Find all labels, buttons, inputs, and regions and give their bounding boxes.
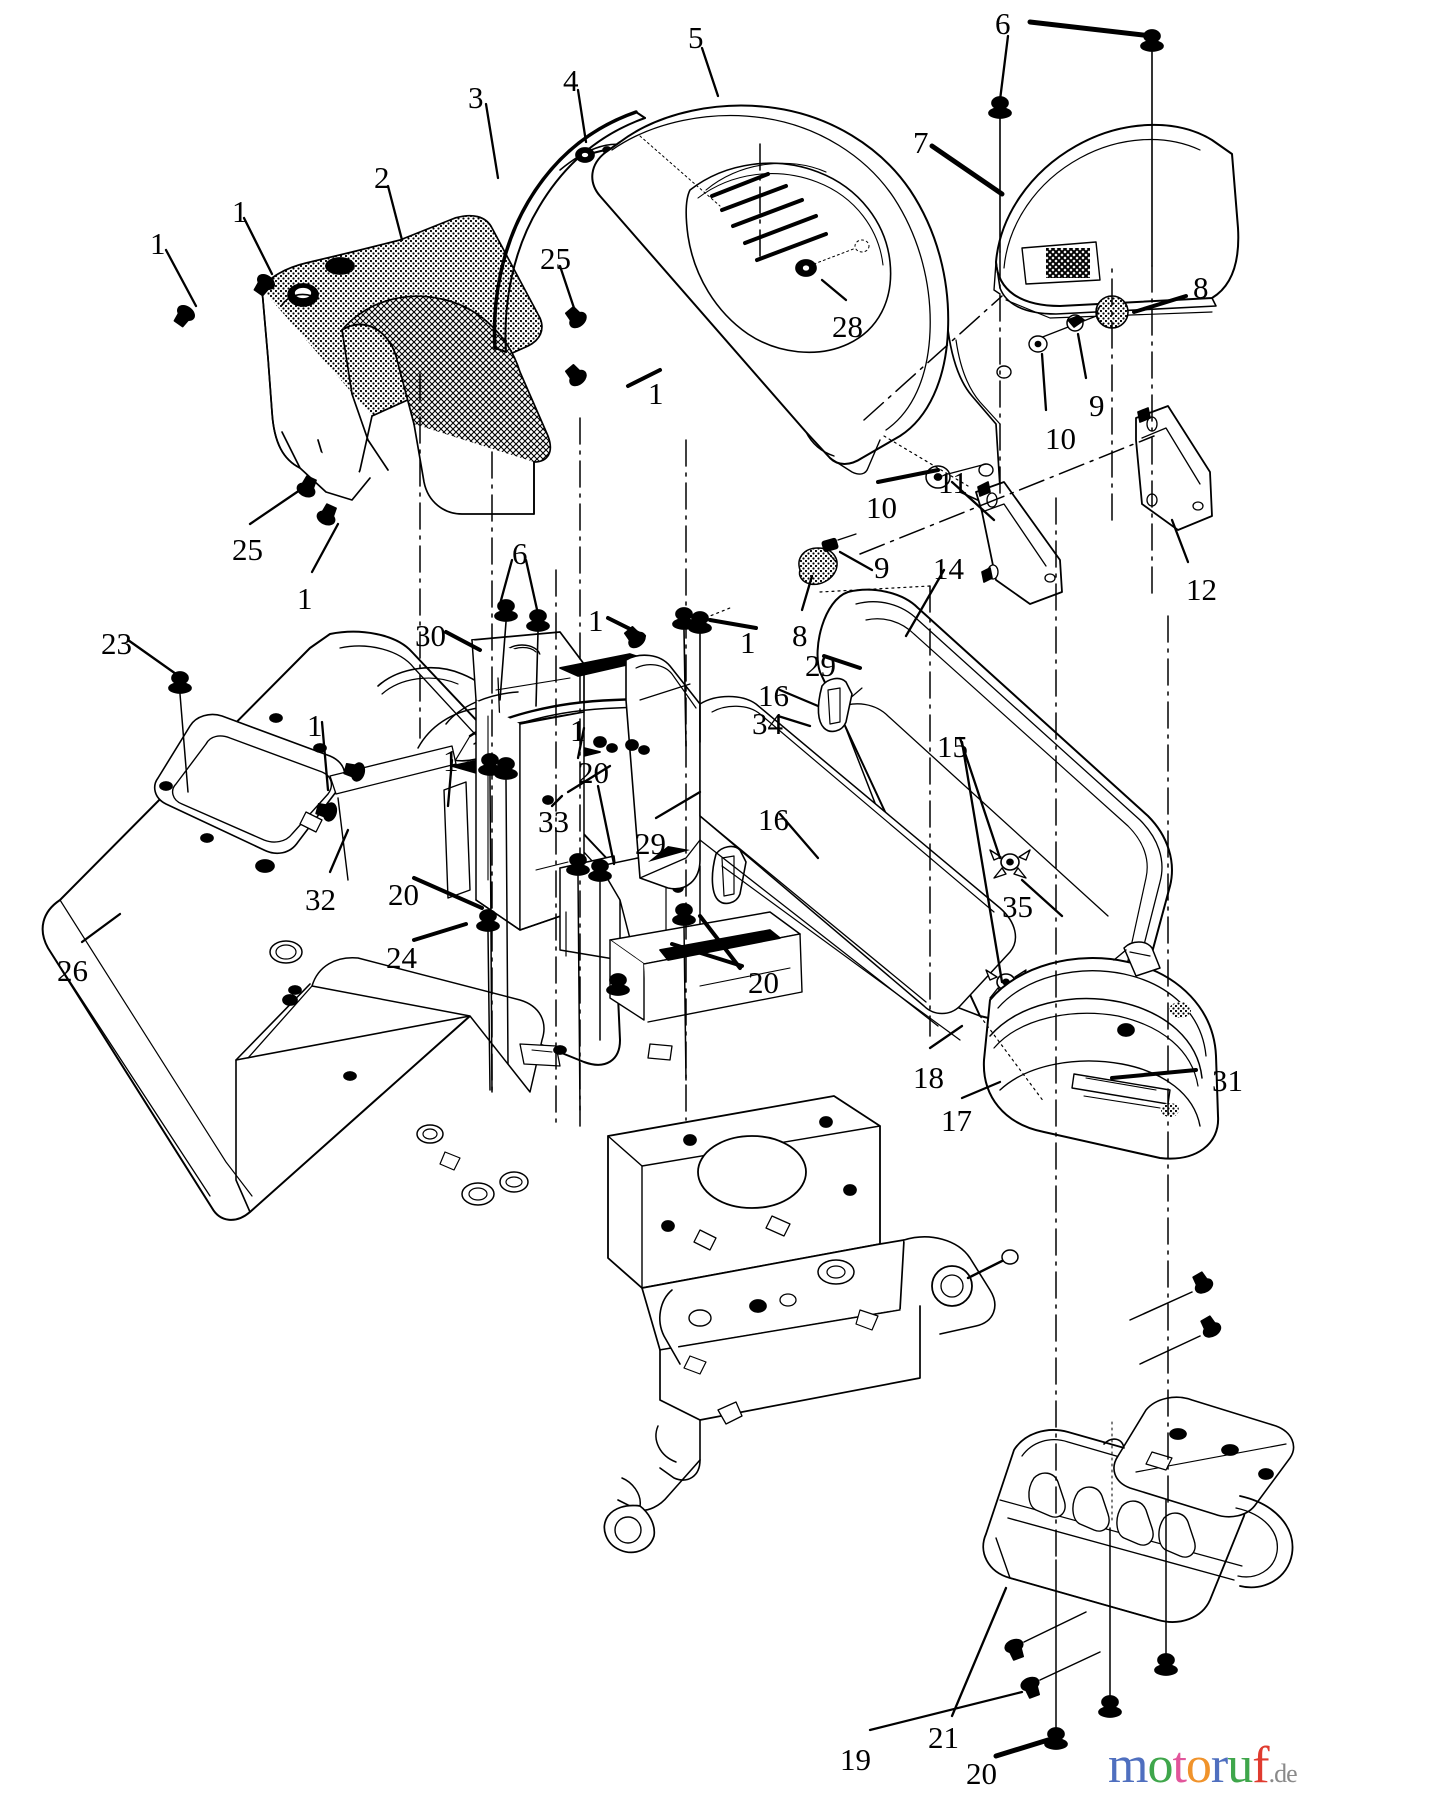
callout-20: 20 (578, 755, 609, 790)
callout-11: 11 (938, 465, 968, 500)
callout-6: 6 (995, 6, 1011, 41)
callout-26: 26 (57, 953, 88, 988)
leader-lines (80, 19, 1198, 1759)
part-hood (591, 104, 1012, 505)
callout-14: 14 (933, 551, 964, 586)
callout-10: 10 (1045, 421, 1076, 456)
callout-9: 9 (1089, 388, 1105, 423)
callout-6: 6 (512, 536, 528, 571)
callout-31: 31 (1212, 1063, 1243, 1098)
centerlines (419, 143, 1169, 1561)
part-footstep-plate (982, 1396, 1295, 1623)
callout-8: 8 (1193, 270, 1209, 305)
callout-25: 25 (232, 532, 263, 567)
part-center-brackets (329, 745, 803, 1055)
callout-28: 28 (832, 309, 863, 344)
watermark-letter-o1: o (1147, 1737, 1173, 1794)
callout-10: 10 (866, 490, 897, 525)
callout-16: 16 (758, 802, 789, 837)
callout-1: 1 (648, 376, 664, 411)
part-grab-handle (492, 110, 646, 353)
callout-1: 1 (588, 603, 604, 638)
part-grille-nose (993, 123, 1240, 319)
fasteners (168, 29, 1224, 1750)
watermark-suffix: .de (1268, 1759, 1298, 1788)
part-bracket-right-12 (1135, 405, 1213, 531)
callout-15: 15 (937, 729, 968, 764)
callout-7: 7 (913, 125, 929, 160)
part-pivot-hardware-right (1028, 295, 1129, 353)
watermark-letter-t: t (1172, 1737, 1186, 1794)
callout-1: 1 (307, 708, 323, 743)
callout-12: 12 (1186, 572, 1217, 607)
callout-25: 25 (540, 241, 571, 276)
callout-16: 16 (758, 678, 789, 713)
callout-1: 1 (443, 743, 459, 778)
callout-21: 21 (928, 1720, 959, 1755)
callout-1: 1 (740, 625, 756, 660)
callout-18: 18 (913, 1060, 944, 1095)
motoruf-watermark: motoruf.de (1108, 1736, 1298, 1795)
callout-23: 23 (101, 626, 132, 661)
watermark-letter-u: u (1227, 1737, 1253, 1794)
callout-33: 33 (538, 804, 569, 839)
callout-32: 32 (305, 882, 336, 917)
callout-1: 1 (297, 581, 313, 616)
callout-29: 29 (635, 826, 666, 861)
callout-30: 30 (415, 618, 446, 653)
hidden-lines (699, 435, 1045, 1103)
callout-3: 3 (468, 80, 484, 115)
part-rear-frame-transaxle (603, 1095, 1019, 1554)
callout-5: 5 (688, 20, 704, 55)
callout-4: 4 (563, 63, 579, 98)
part-rear-bumper (982, 941, 1220, 1160)
callout-17: 17 (941, 1103, 972, 1138)
part-pivot-hardware-mid (798, 463, 987, 586)
callout-1: 1 (232, 194, 248, 229)
callout-1: 1 (150, 226, 166, 261)
callout-8: 8 (792, 618, 808, 653)
watermark-letter-r: r (1210, 1737, 1228, 1794)
part-dash-panel (261, 214, 552, 515)
callout-24: 24 (386, 940, 417, 975)
callout-2: 2 (374, 160, 390, 195)
callout-19: 19 (840, 1742, 871, 1777)
part-bracket-left-11 (975, 481, 1063, 605)
callout-34: 34 (752, 706, 783, 741)
callout-20: 20 (966, 1756, 997, 1791)
callout-20: 20 (748, 965, 779, 1000)
callout-1: 1 (570, 713, 586, 748)
callout-9: 9 (874, 550, 890, 585)
callout-35: 35 (1002, 889, 1033, 924)
watermark-letter-f: f (1252, 1737, 1269, 1794)
watermark-letter-o2: o (1185, 1737, 1212, 1794)
callout-20: 20 (388, 877, 419, 912)
watermark-letter-m: m (1108, 1737, 1148, 1794)
callout-29: 29 (805, 648, 836, 683)
